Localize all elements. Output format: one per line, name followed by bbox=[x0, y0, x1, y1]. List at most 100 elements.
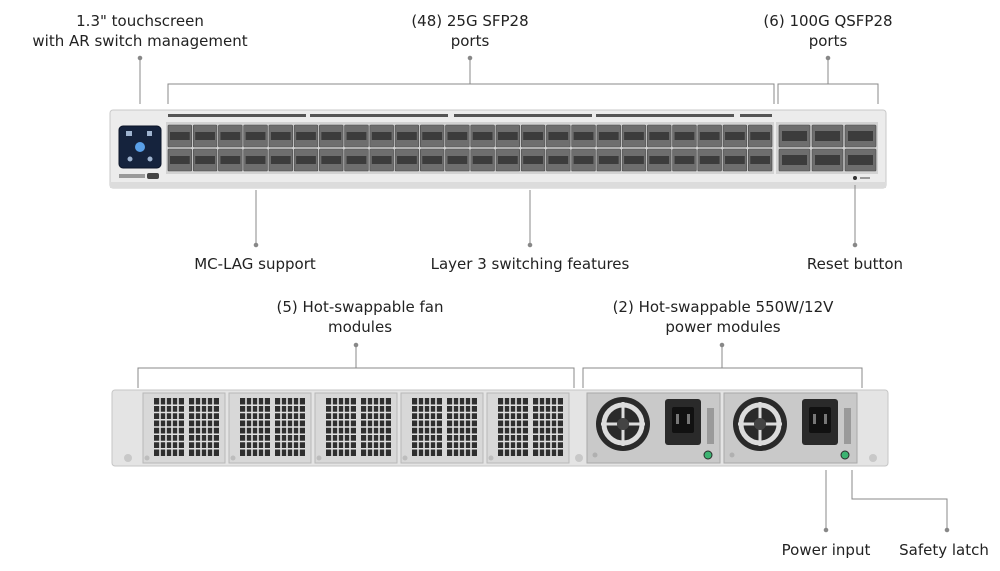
sfp28-port-slot bbox=[447, 132, 468, 140]
screen-icon bbox=[135, 142, 145, 152]
sfp28-port-slot bbox=[573, 132, 594, 140]
sfp28-port-slot bbox=[422, 156, 443, 164]
touchscreen[interactable] bbox=[118, 125, 162, 169]
touchscreen-label: 1.3" touchscreen with AR switch manageme… bbox=[32, 12, 248, 50]
sfp28-port-slot bbox=[674, 132, 695, 140]
screen-icon bbox=[147, 156, 153, 162]
screw bbox=[575, 454, 583, 462]
fan-module[interactable] bbox=[400, 392, 484, 464]
sfp28-port-slot bbox=[548, 132, 569, 140]
screw bbox=[316, 455, 322, 461]
layer3-label: Layer 3 switching features bbox=[430, 255, 630, 273]
sfp28-port-slot bbox=[598, 156, 619, 164]
status-led bbox=[840, 450, 850, 460]
qsfp28-port-slot bbox=[782, 155, 807, 165]
reset-button-label: Reset button bbox=[806, 255, 904, 273]
screen-icon bbox=[126, 131, 132, 136]
sfp28-port-slot bbox=[699, 156, 720, 164]
safety-latch[interactable] bbox=[707, 408, 714, 444]
sfp28-port-slot bbox=[472, 156, 493, 164]
sfp28-port-slot bbox=[598, 132, 619, 140]
sfp28-port-slot bbox=[195, 132, 215, 140]
sfp28-port-slot bbox=[346, 156, 367, 164]
sfp28-port-slot bbox=[649, 132, 670, 140]
sfp28-port-slot bbox=[220, 156, 241, 164]
sfp28-port-slot bbox=[699, 132, 720, 140]
sfp28-port-slot bbox=[523, 156, 543, 164]
sfp28-port-slot bbox=[624, 132, 644, 140]
screen-icon bbox=[127, 156, 133, 162]
screw bbox=[592, 452, 598, 458]
status-led bbox=[703, 450, 713, 460]
sfp28-port-slot bbox=[523, 132, 543, 140]
sfp28-port-slot bbox=[624, 156, 644, 164]
sfp28-port-slot bbox=[750, 132, 770, 140]
mclag-label: MC-LAG support bbox=[194, 255, 316, 273]
brand-logo bbox=[119, 174, 145, 178]
model-badge bbox=[147, 173, 159, 179]
fan-module[interactable] bbox=[486, 392, 570, 464]
reset-button[interactable] bbox=[853, 176, 857, 180]
port-group-bar bbox=[740, 114, 772, 117]
power-module[interactable] bbox=[723, 392, 858, 464]
front-callout-lines bbox=[137, 55, 879, 248]
sfp28-port-slot bbox=[195, 156, 215, 164]
qsfp28-port-slot bbox=[815, 155, 840, 165]
port-group-bar bbox=[454, 114, 592, 117]
sfp28-ports-label: (48) 25G SFP28 ports bbox=[411, 12, 529, 50]
sfp28-port-slot bbox=[750, 156, 770, 164]
screw bbox=[230, 455, 236, 461]
sfp28-port-slot bbox=[245, 132, 266, 140]
sfp28-port-slot bbox=[296, 132, 316, 140]
port-group-bar bbox=[310, 114, 448, 117]
fan-module[interactable] bbox=[228, 392, 312, 464]
sfp28-port-slot bbox=[321, 132, 342, 140]
power-modules-label: (2) Hot-swappable 550W/12V power modules bbox=[612, 298, 834, 336]
sfp28-port-slot bbox=[548, 156, 569, 164]
power-modules bbox=[586, 392, 858, 464]
screw bbox=[144, 455, 150, 461]
qsfp28-port-slot bbox=[848, 131, 873, 141]
sfp28-port-slot bbox=[497, 156, 518, 164]
fan-modules bbox=[142, 392, 570, 464]
power-input-label: Power input bbox=[781, 541, 871, 559]
fan-modules-label: (5) Hot-swappable fan modules bbox=[276, 298, 444, 336]
rear-callout-lines bbox=[137, 342, 950, 533]
qsfp28-port-slot bbox=[815, 131, 840, 141]
sfp28-port-slot bbox=[245, 156, 266, 164]
screw bbox=[488, 455, 494, 461]
sfp28-port-slot bbox=[497, 132, 518, 140]
front-panel bbox=[109, 109, 887, 189]
sfp28-port-slot bbox=[422, 132, 443, 140]
sfp28-port-slot bbox=[220, 132, 241, 140]
sfp28-port-slot bbox=[371, 156, 392, 164]
sfp28-port-slot bbox=[170, 156, 190, 164]
sfp28-port-slot bbox=[170, 132, 190, 140]
sfp28-port-slot bbox=[725, 156, 745, 164]
screw bbox=[402, 455, 408, 461]
power-module[interactable] bbox=[586, 392, 721, 464]
sfp28-port-slot bbox=[725, 132, 745, 140]
sfp28-port-slot bbox=[674, 156, 695, 164]
qsfp28-ports bbox=[778, 124, 877, 172]
sfp28-port-slot bbox=[296, 156, 316, 164]
screw bbox=[729, 452, 735, 458]
sfp28-port-slot bbox=[397, 156, 417, 164]
screw bbox=[869, 454, 877, 462]
qsfp28-port-slot bbox=[782, 131, 807, 141]
sfp28-port-slot bbox=[321, 156, 342, 164]
sfp28-port-slot bbox=[649, 156, 670, 164]
fan-module[interactable] bbox=[142, 392, 226, 464]
rear-panel bbox=[111, 389, 889, 467]
sfp28-port-slot bbox=[270, 156, 291, 164]
screw bbox=[124, 454, 132, 462]
sfp28-ports bbox=[167, 124, 773, 172]
sfp28-port-slot bbox=[371, 132, 392, 140]
safety-latch[interactable] bbox=[844, 408, 851, 444]
sfp28-port-slot bbox=[270, 132, 291, 140]
fan-module[interactable] bbox=[314, 392, 398, 464]
reset-marking bbox=[860, 177, 870, 179]
sfp28-port-slot bbox=[397, 132, 417, 140]
sfp28-port-slot bbox=[472, 132, 493, 140]
